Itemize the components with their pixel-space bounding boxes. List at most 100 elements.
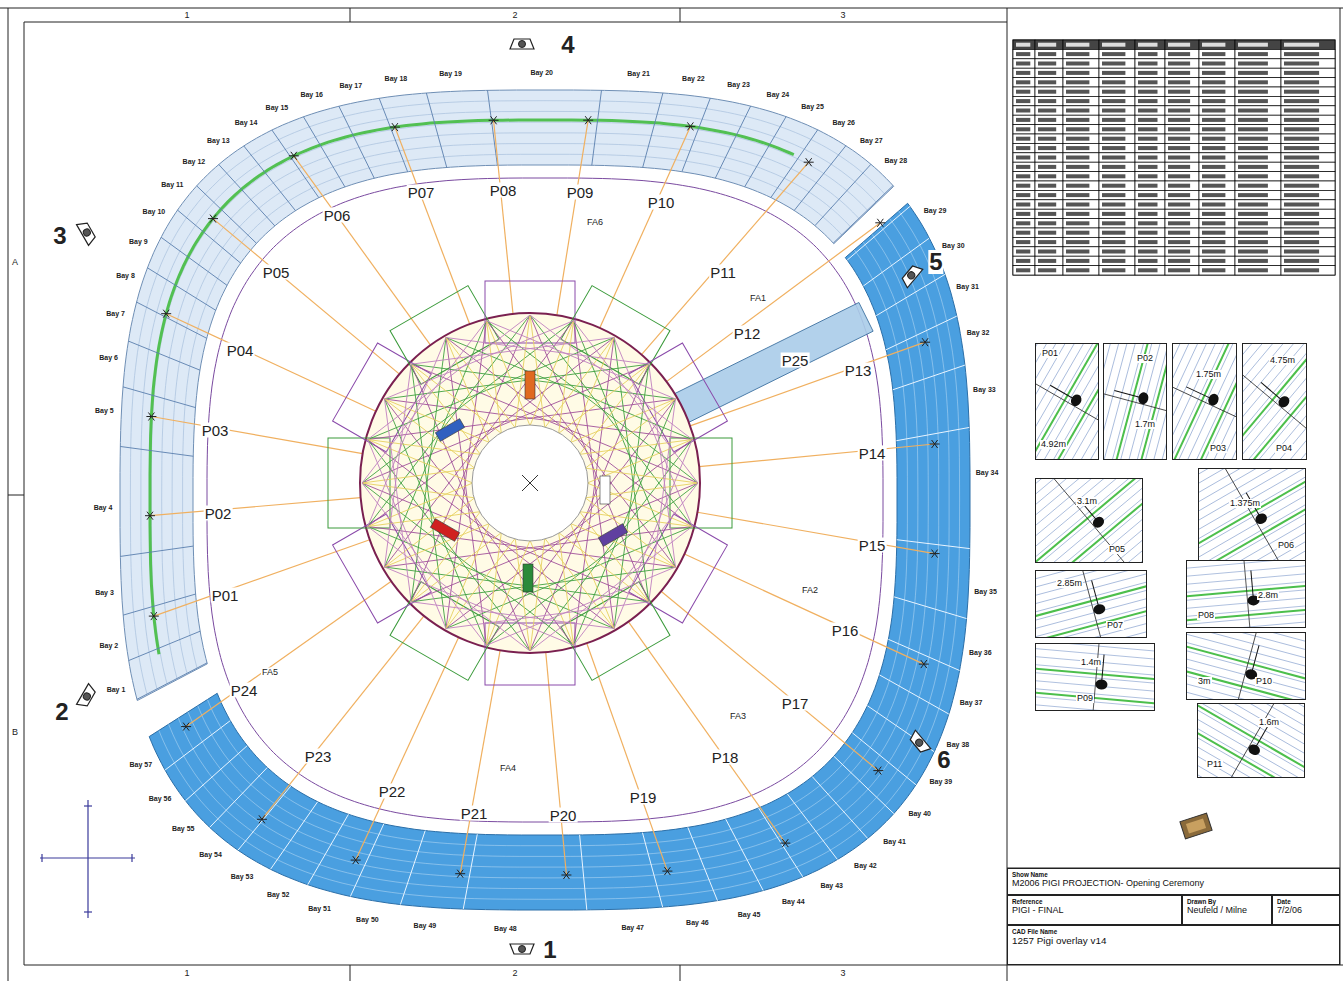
bay-divider xyxy=(303,117,344,187)
dimension-label: 1.375m xyxy=(1229,499,1261,508)
cell-blur xyxy=(1238,268,1268,272)
bay-edge xyxy=(1243,344,1307,460)
inset-title: P02 xyxy=(1136,354,1154,363)
table-cell xyxy=(1035,78,1063,87)
seat-row xyxy=(162,133,860,680)
table-cell xyxy=(1165,237,1199,246)
table-cell xyxy=(1281,181,1335,190)
drawing-frame xyxy=(0,8,1343,981)
table-cell xyxy=(1281,143,1335,152)
seat-line xyxy=(1036,600,1147,638)
walkway-line xyxy=(1198,704,1305,778)
cell-blur xyxy=(1016,71,1030,75)
marker-stroke xyxy=(585,116,591,124)
dimension-line xyxy=(1186,387,1213,400)
table-cell xyxy=(1281,247,1335,256)
table-cell xyxy=(1013,115,1035,124)
inset-title: P08 xyxy=(1197,611,1215,620)
table-cell xyxy=(1013,181,1035,190)
cell-blur xyxy=(1138,127,1158,131)
cell-blur xyxy=(1168,259,1190,263)
projector-symbol xyxy=(1247,742,1262,757)
marker-stroke xyxy=(664,867,670,875)
marker-stroke xyxy=(491,116,497,124)
area-label: FA4 xyxy=(499,764,517,773)
table-cell xyxy=(1281,228,1335,237)
seat-line xyxy=(1193,344,1237,460)
cell-blur xyxy=(1202,259,1225,263)
cell-blur xyxy=(1238,52,1268,56)
table-cell xyxy=(1099,172,1135,181)
projector-label: P18 xyxy=(711,750,740,765)
projector-marker xyxy=(930,440,940,448)
projector-marker xyxy=(149,612,159,620)
dimension-label: 1.7m xyxy=(1134,420,1156,429)
cell-blur xyxy=(1202,184,1225,188)
cell-blur xyxy=(1238,231,1268,235)
cell-blur xyxy=(1102,127,1125,131)
table-cell xyxy=(1013,125,1035,134)
cell-blur xyxy=(1066,127,1089,131)
table-cell xyxy=(1099,247,1135,256)
dimension-label: 3m xyxy=(1197,677,1212,686)
bay-label: Bay 2 xyxy=(98,642,119,649)
title-block-cell: Date7/2/06 xyxy=(1272,895,1340,925)
bay-edge xyxy=(1040,571,1144,638)
bay-divider xyxy=(178,210,241,263)
cell-blur xyxy=(1238,109,1268,113)
bay-divider xyxy=(787,794,837,860)
table-cell xyxy=(1013,78,1035,87)
camera-body xyxy=(510,39,534,49)
table-cell xyxy=(1099,49,1135,58)
marker-stroke xyxy=(392,123,398,131)
cell-blur xyxy=(1238,127,1268,131)
table-cell xyxy=(1235,78,1281,87)
table-cell xyxy=(1199,115,1235,124)
bay-label: Bay 43 xyxy=(819,881,844,888)
stage-frame xyxy=(629,343,728,452)
cell-blur xyxy=(1016,221,1030,225)
cell-blur xyxy=(1102,193,1125,197)
table-cell xyxy=(1063,172,1099,181)
table-cell xyxy=(1063,49,1099,58)
frame-outline xyxy=(561,286,670,385)
cell-blur xyxy=(1284,99,1319,103)
bay-divider xyxy=(308,814,349,884)
bay-divider xyxy=(688,827,718,900)
stage-chord xyxy=(573,483,698,645)
seat-row xyxy=(169,219,950,889)
seat-line xyxy=(1186,344,1237,460)
projector-label: P11 xyxy=(709,265,737,280)
cell-blur xyxy=(1284,109,1319,113)
table-cell xyxy=(1199,172,1235,181)
cell-blur xyxy=(1168,174,1190,178)
bay-label: Bay 14 xyxy=(234,118,259,125)
table-cell xyxy=(1035,181,1063,190)
cell-blur xyxy=(1238,221,1268,225)
projector-label: P03 xyxy=(201,423,230,438)
table-cell xyxy=(1135,153,1165,162)
table-cell xyxy=(1035,87,1063,96)
marker-stroke xyxy=(877,219,883,227)
table-cell xyxy=(1165,68,1199,77)
seat-line xyxy=(1198,704,1305,758)
cell-blur xyxy=(1102,118,1125,122)
bay-label: Bay 26 xyxy=(831,118,856,125)
bay-divider xyxy=(165,721,230,770)
seat-row xyxy=(208,250,908,846)
table-cell xyxy=(1135,228,1165,237)
cell-blur xyxy=(1168,212,1190,216)
cell-blur xyxy=(1038,250,1056,254)
table-cell xyxy=(1013,237,1035,246)
bay-edge xyxy=(1036,344,1099,460)
table-cell xyxy=(1063,125,1099,134)
table-cell xyxy=(1063,181,1099,190)
cell-blur xyxy=(1238,203,1268,207)
stage-chord xyxy=(487,567,676,645)
table-cell xyxy=(1099,96,1135,105)
table-cell xyxy=(1281,200,1335,209)
walkway-line xyxy=(1187,633,1306,700)
inset-title: P10 xyxy=(1255,677,1273,686)
bay-divider xyxy=(815,164,871,225)
marker-stroke xyxy=(687,122,693,130)
